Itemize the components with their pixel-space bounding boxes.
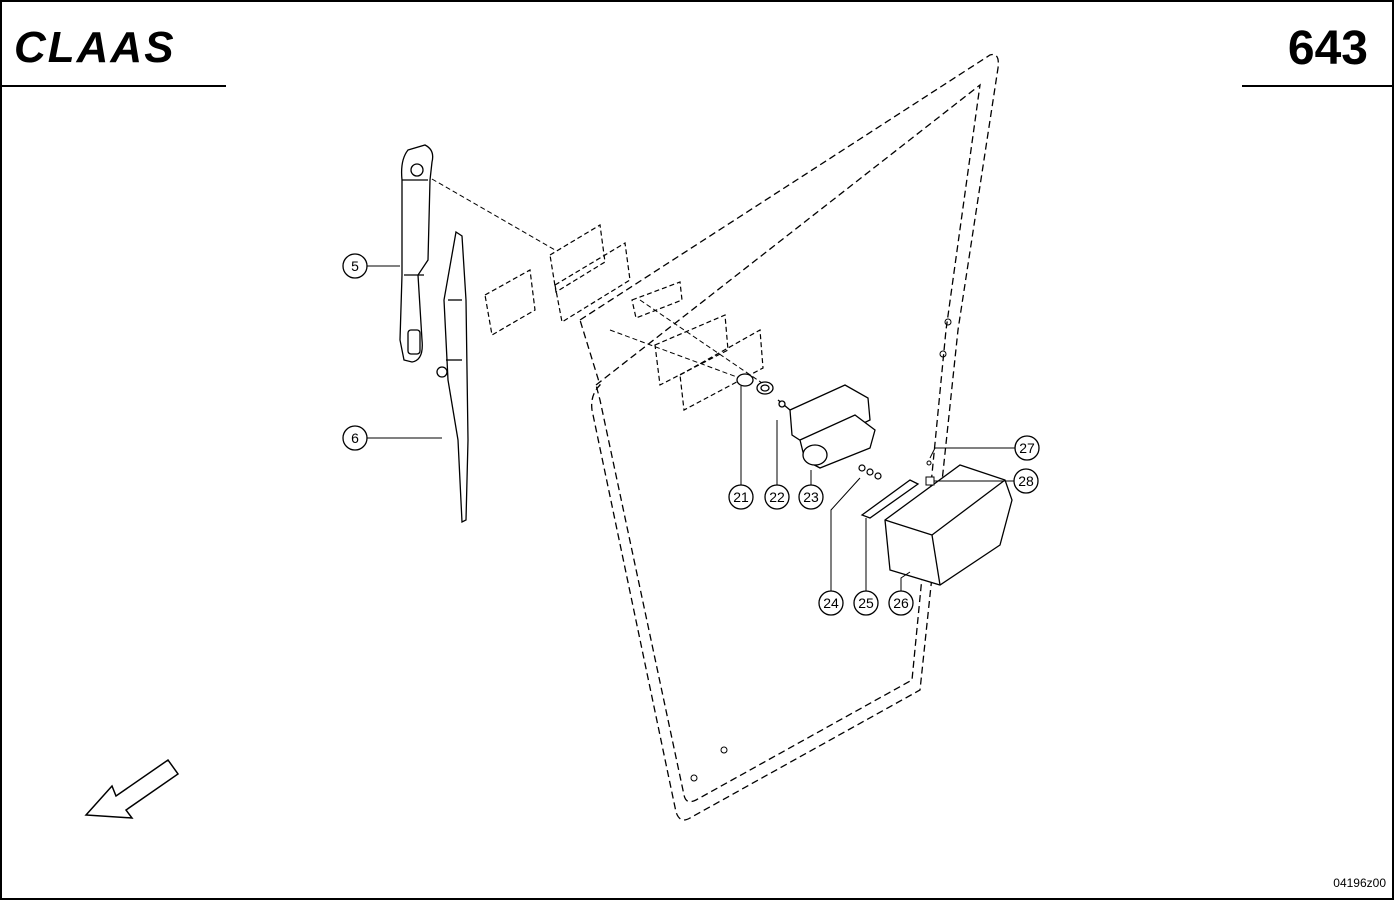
callout-27-label: 27 <box>1019 440 1035 456</box>
callout-27: 27 <box>1014 435 1040 461</box>
callout-28-label: 28 <box>1018 473 1034 489</box>
brand-logo: CLAAS <box>14 23 176 72</box>
callout-5: 5 <box>342 253 368 279</box>
callout-26-label: 26 <box>893 595 909 611</box>
window-glass-inner <box>595 83 981 803</box>
page-number: 643 <box>1288 22 1368 75</box>
callout-23-label: 23 <box>803 489 819 505</box>
glass-hole <box>690 774 698 782</box>
window-glass-outline <box>579 53 999 821</box>
callout-24: 24 <box>818 590 844 616</box>
glass-hole <box>720 746 728 754</box>
callout-6-label: 6 <box>351 430 359 446</box>
wiper-arm <box>399 144 434 363</box>
callout-24-label: 24 <box>823 595 839 611</box>
direction-arrow-icon <box>84 758 180 819</box>
callout-23: 23 <box>798 484 824 510</box>
clip <box>925 476 935 486</box>
leader-lines <box>367 265 1015 591</box>
callout-6: 6 <box>342 425 368 451</box>
drawing-id: 04196z00 <box>1333 876 1386 890</box>
exploded-axis-lines <box>424 174 766 386</box>
dashed-seal-parts <box>484 224 764 411</box>
small-screw <box>926 460 932 466</box>
motor-cover <box>884 464 1013 586</box>
callout-5-label: 5 <box>351 258 359 274</box>
wiper-motor <box>777 384 876 469</box>
screws-nuts <box>858 464 882 480</box>
callout-22: 22 <box>764 484 790 510</box>
grommets <box>736 373 774 395</box>
bracket <box>860 479 920 519</box>
callout-22-label: 22 <box>769 489 785 505</box>
callout-26: 26 <box>888 590 914 616</box>
callout-25-label: 25 <box>858 595 874 611</box>
glass-hole <box>939 350 947 358</box>
wiper-blade <box>436 230 469 524</box>
callout-21-label: 21 <box>733 489 749 505</box>
callout-21: 21 <box>728 484 754 510</box>
callout-25: 25 <box>853 590 879 616</box>
callout-28: 28 <box>1013 468 1039 494</box>
glass-hole <box>944 318 952 326</box>
